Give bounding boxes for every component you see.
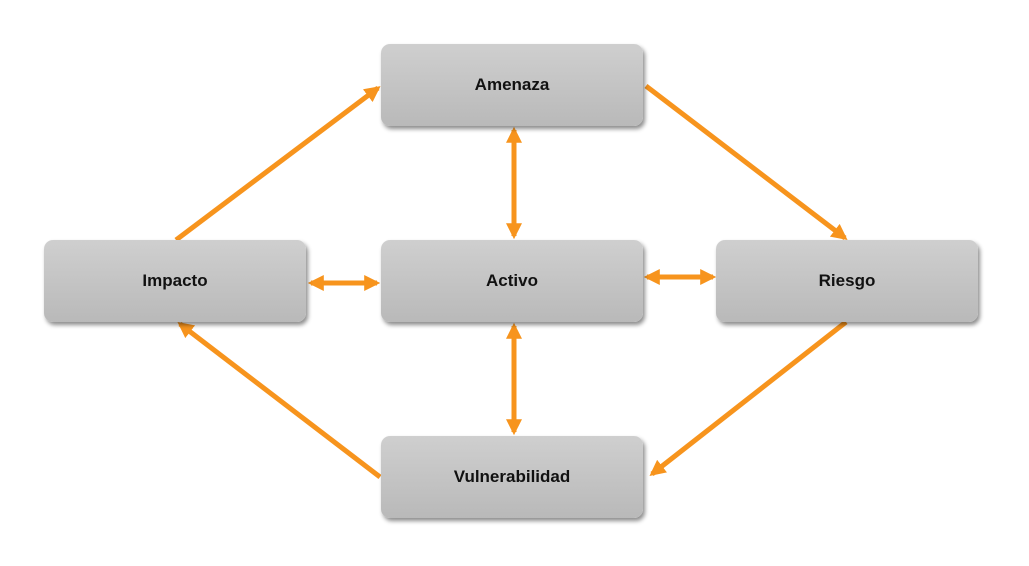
node-riesgo: Riesgo [716,240,978,322]
arrow-impacto-to-amenaza [174,86,381,242]
node-amenaza: Amenaza [381,44,643,126]
node-amenaza-label: Amenaza [474,75,550,94]
arrow-riesgo-to-vulnerabilidad [649,320,848,476]
node-impacto: Impacto [44,240,306,322]
node-impacto-label: Impacto [142,271,208,290]
arrow-amenaza-to-riesgo [644,84,848,240]
node-activo-label: Activo [486,271,538,290]
node-vulnerabilidad-label: Vulnerabilidad [453,467,571,486]
node-vulnerabilidad: Vulnerabilidad [381,436,643,518]
node-activo: Activo [381,240,643,322]
arrow-vulnerabilidad-to-impacto [177,322,382,479]
node-riesgo-label: Riesgo [818,271,876,290]
